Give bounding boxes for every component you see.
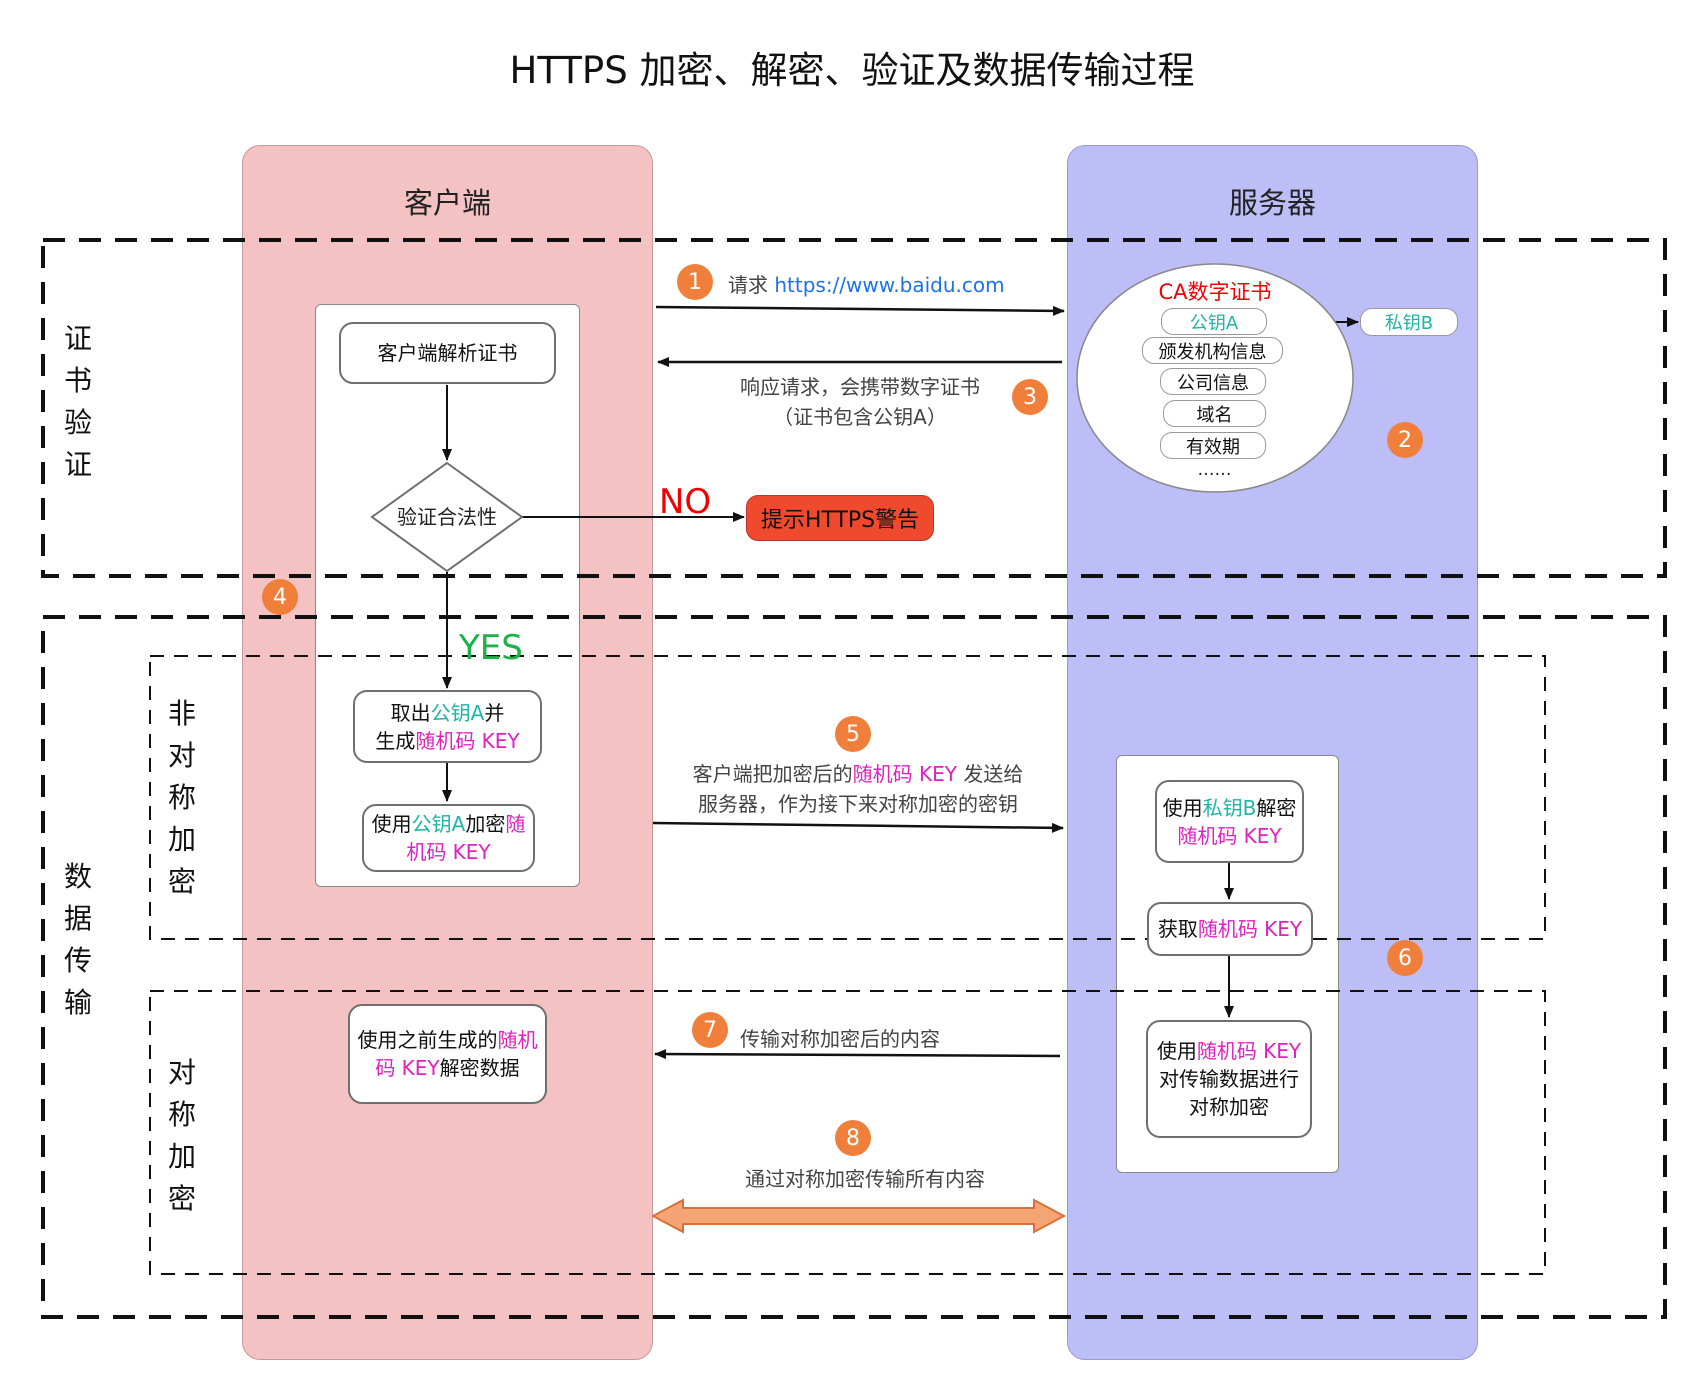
ca-item-public-key: 公钥A <box>1161 308 1267 335</box>
client-decrypt-node: 使用之前生成的随机 码 KEY解密数据 <box>348 1004 547 1104</box>
server-sym-encrypt-node: 使用随机码 KEY 对传输数据进行 对称加密 <box>1146 1020 1312 1138</box>
server-decrypt-node: 使用私钥B解密 随机码 KEY <box>1155 780 1304 863</box>
https-warning-node: 提示HTTPS警告 <box>746 495 934 541</box>
ca-item-validity: 有效期 <box>1160 432 1266 459</box>
yes-label: YES <box>459 628 523 668</box>
parse-cert-label: 客户端解析证书 <box>377 341 518 365</box>
step-badge-8: 8 <box>835 1120 871 1156</box>
ca-item-issuer: 颁发机构信息 <box>1142 337 1283 364</box>
page-title: HTTPS 加密、解密、验证及数据传输过程 <box>509 49 1195 92</box>
step-badge-5: 5 <box>835 716 871 752</box>
step-badge-7: 7 <box>692 1012 728 1048</box>
message-request: 请求 https://www.baidu.com <box>728 273 1005 297</box>
private-key-node: 私钥B <box>1360 308 1458 336</box>
parse-cert-node: 客户端解析证书 <box>339 322 556 384</box>
arrow-request <box>655 305 1065 316</box>
client-lane-title: 客户端 <box>403 186 491 220</box>
message-symmetric: 通过对称加密传输所有内容 <box>745 1167 985 1191</box>
message-transfer: 传输对称加密后的内容 <box>740 1027 940 1051</box>
ca-item-more: …… <box>1197 460 1232 480</box>
data-section-label: 数据传输 <box>63 860 92 1019</box>
step-badge-2: 2 <box>1387 422 1423 458</box>
server-get-key-node: 获取随机码 KEY <box>1147 902 1313 956</box>
take-key-node: 取出公钥A并 生成随机码 KEY <box>353 690 542 763</box>
encrypt-key-node: 使用公钥A加密随 机码 KEY <box>362 804 535 872</box>
message-response: 响应请求，会携带数字证书 （证书包含公钥A） <box>740 375 980 429</box>
arrow-transfer-content <box>654 1049 1061 1060</box>
step-badge-6: 6 <box>1387 940 1423 976</box>
step-badge-4: 4 <box>262 579 298 615</box>
sym-section-label: 对称加密 <box>167 1056 196 1215</box>
double-arrow-symmetric <box>650 1198 1067 1234</box>
verify-label: 验证合法性 <box>397 505 497 529</box>
step-badge-1: 1 <box>677 264 713 300</box>
ca-item-domain: 域名 <box>1163 400 1266 427</box>
step-badge-3: 3 <box>1012 379 1048 415</box>
asym-section-label: 非对称加密 <box>167 697 196 898</box>
ca-item-company: 公司信息 <box>1160 368 1266 395</box>
no-label: NO <box>659 482 712 522</box>
server-lane-title: 服务器 <box>1228 186 1316 220</box>
arrow-send-key <box>652 821 1064 833</box>
ca-cert-title: CA数字证书 <box>1158 280 1272 304</box>
client-flow-panel <box>315 304 580 887</box>
message-send-key: 客户端把加密后的随机码 KEY 发送给 服务器，作为接下来对称加密的密钥 <box>692 762 1024 816</box>
cert-section-label: 证书验证 <box>63 322 92 481</box>
